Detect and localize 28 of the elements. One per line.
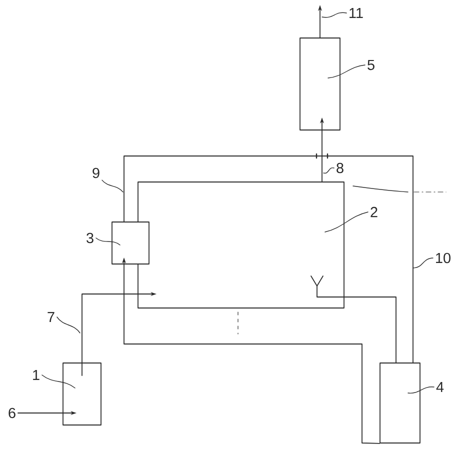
callout-number: 11 [350,8,363,18]
leader-line [102,180,124,192]
leader-line [324,212,368,232]
callout-number: 6 [8,408,16,418]
leader-line [408,386,434,394]
process-box [300,38,340,130]
leader-line [322,12,347,18]
process-box [138,182,344,308]
pipe-line [124,156,414,363]
process-box [112,222,150,264]
leader-line [56,316,80,334]
leader-line [323,167,334,174]
callout-number: 9 [92,168,100,178]
callout-number: 4 [436,382,444,392]
pipe-line [316,286,396,363]
callout-number: 10 [436,252,450,264]
leader-line [42,374,76,388]
callout-number: 2 [370,206,378,218]
leader-line [412,258,434,268]
process-box [380,362,420,444]
leader-line [328,64,366,78]
callout-number: 3 [86,232,94,244]
process-box [62,362,102,426]
callout-number: 7 [48,312,54,322]
leader-line [96,238,120,246]
callout-number: 8 [336,162,344,174]
callout-number: 5 [368,60,374,70]
callout-number: 1 [33,370,40,380]
